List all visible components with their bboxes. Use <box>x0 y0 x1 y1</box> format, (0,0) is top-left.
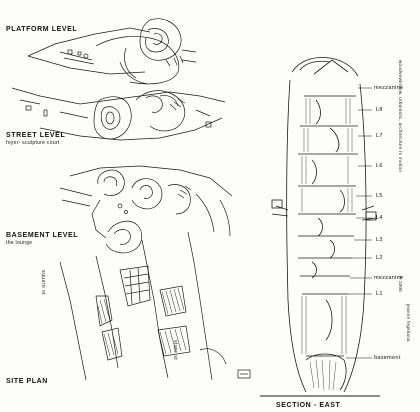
section-hatching <box>301 98 353 391</box>
street-level-title: STREET LEVEL <box>6 132 66 139</box>
site-plan-title: SITE PLAN <box>6 378 48 385</box>
level-tag-l7: L7 <box>376 133 383 139</box>
margin-note-number: F-1006 <box>398 276 403 293</box>
street-level-subtitle: foyer- sculpture court <box>6 140 60 146</box>
margin-note-author: jeanne fegeliana <box>406 304 411 342</box>
section-east-title: SECTION - EAST <box>276 402 341 409</box>
margin-note-description: woodenwindow, urbanistic, architecture i… <box>398 60 403 173</box>
level-tag-l1: L1 <box>376 291 383 297</box>
level-tag-l6: L6 <box>376 163 383 169</box>
level-tag-mezzanine-upper: mezzanine <box>374 85 404 91</box>
level-tag-basement: basement <box>374 355 401 361</box>
level-tag-l3: L3 <box>376 237 383 243</box>
state-street-label: state st <box>172 340 178 361</box>
level-tag-l4: L4 <box>376 215 383 221</box>
basement-level-subtitle: the lounge <box>6 240 33 246</box>
level-tag-l5: L5 <box>376 193 383 199</box>
level-tag-mezzanine-lower: mezzanine <box>374 275 404 281</box>
east-section-drawing <box>260 57 380 397</box>
level-tag-l8: L8 <box>376 107 383 113</box>
square-street-label: square st <box>40 270 46 296</box>
basement-level-title: BASEMENT LEVEL <box>6 232 79 239</box>
site-plan-hatching <box>97 287 187 357</box>
level-leader-lines <box>346 87 372 359</box>
basement-level-plan <box>59 165 233 254</box>
platform-level-title: PLATFORM LEVEL <box>6 26 78 33</box>
site-plan <box>59 231 251 381</box>
street-level-plan <box>11 87 226 141</box>
platform-level-plan <box>27 18 197 85</box>
level-tag-l2: L2 <box>376 255 383 261</box>
